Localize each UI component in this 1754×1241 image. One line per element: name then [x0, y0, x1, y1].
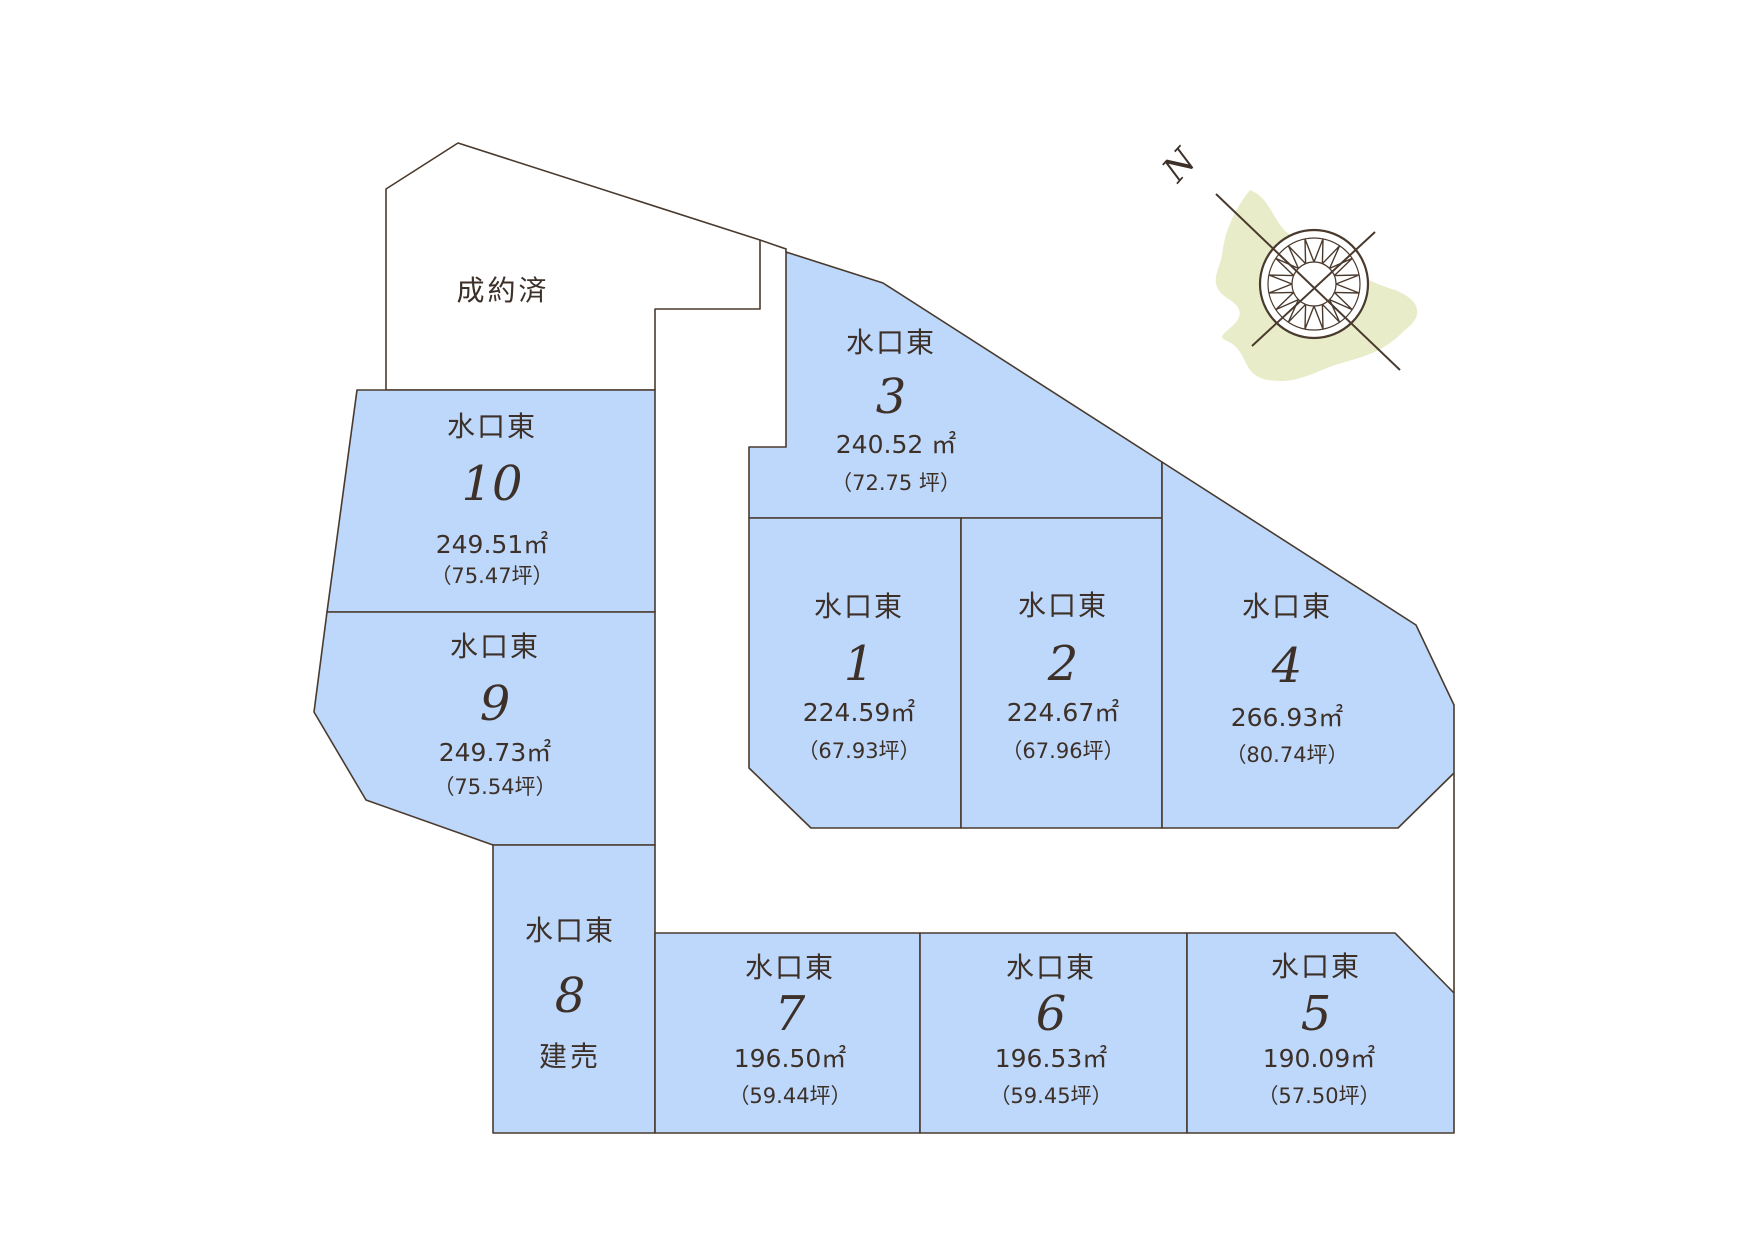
lot-9-area: 249.73㎡: [439, 738, 551, 767]
sold-parcel[interactable]: [385, 142, 761, 391]
lot-1-area: 224.59㎡: [803, 698, 915, 727]
compass-rose: N: [1154, 140, 1418, 381]
lot-4-name: 水口東: [1242, 590, 1332, 623]
compass-cross-line: [1251, 231, 1376, 347]
lot-10-number: 10: [461, 456, 522, 512]
lot-4-number: 4: [1271, 638, 1303, 694]
lot-7-area: 196.50㎡: [734, 1044, 846, 1073]
lot-6-number: 6: [1036, 986, 1067, 1042]
lot-5-tsubo: （57.50坪）: [1257, 1084, 1380, 1108]
lot-6-name: 水口東: [1006, 951, 1096, 984]
lot-2-tsubo: （67.96坪）: [1001, 739, 1124, 763]
compass-star-rays: [1268, 238, 1360, 330]
lot-9-name: 水口東: [450, 630, 540, 663]
compass-axis-line: [1215, 193, 1401, 371]
lot-6-tsubo: （59.45坪）: [989, 1084, 1112, 1108]
lot-5-number: 5: [1301, 986, 1332, 1042]
lot-4-tsubo: （80.74坪）: [1225, 743, 1348, 767]
compass-outer-ring-icon: [1258, 228, 1370, 340]
lot-1-number: 1: [844, 636, 875, 692]
lot-8-number: 8: [555, 968, 586, 1024]
lot-5-name: 水口東: [1271, 950, 1361, 983]
lot-9-tsubo: （75.54坪）: [433, 775, 556, 799]
lot-3-tsubo: （72.75 坪）: [831, 471, 961, 495]
lot-6-area: 196.53㎡: [995, 1044, 1107, 1073]
lot-1-name: 水口東: [814, 590, 904, 623]
lot-1[interactable]: [748, 517, 962, 829]
north-label: N: [1154, 140, 1205, 191]
lot-4-area: 266.93㎡: [1231, 703, 1343, 732]
lot-3-area: 240.52 ㎡: [836, 430, 956, 459]
lot-7-tsubo: （59.44坪）: [728, 1084, 851, 1108]
lot-2-number: 2: [1047, 636, 1079, 692]
lot-8-name: 水口東: [525, 914, 615, 947]
lot-8-note: 建売: [539, 1040, 601, 1073]
lot-3-name: 水口東: [846, 326, 936, 359]
compass-inner-ring-icon: [1267, 237, 1361, 331]
lot-10-tsubo: （75.47坪）: [430, 564, 553, 588]
lot-9-number: 9: [480, 676, 511, 732]
sold-label: 成約済: [456, 274, 549, 307]
lot-4[interactable]: [1161, 461, 1455, 829]
lot-2-area: 224.67㎡: [1007, 698, 1119, 727]
lot-3-number: 3: [876, 369, 907, 425]
lot-10-area: 249.51㎡: [436, 530, 548, 559]
lot-2-name: 水口東: [1018, 589, 1108, 622]
compass-star-icon: [1268, 238, 1360, 330]
lot-1-tsubo: （67.93坪）: [797, 739, 920, 763]
lot-7-name: 水口東: [745, 951, 835, 984]
lot-5[interactable]: [1186, 932, 1455, 1134]
lot-7-number: 7: [775, 986, 806, 1042]
lot-5-area: 190.09㎡: [1263, 1044, 1375, 1073]
lot-10-name: 水口東: [447, 410, 537, 443]
compass-center-ring: [1291, 261, 1337, 307]
road-outline-top: [759, 239, 787, 252]
